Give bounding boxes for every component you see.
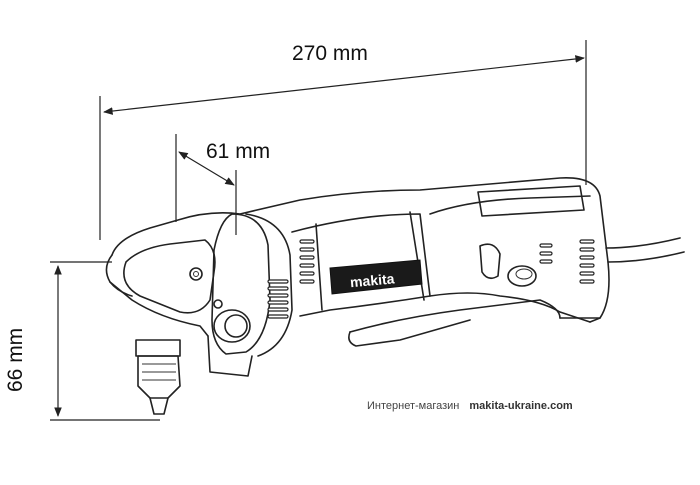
front-vents	[267, 279, 289, 319]
watermark: Интернет-магазин makita-ukraine.com	[367, 400, 573, 412]
watermark-site: makita-ukraine.com	[469, 400, 573, 412]
drill-chuck	[135, 339, 181, 415]
motor-vents	[299, 239, 315, 284]
dimension-66	[50, 261, 160, 421]
dimension-270	[99, 40, 587, 240]
handle-vents	[539, 239, 595, 284]
dimension-66-label: 66 mm	[4, 327, 27, 392]
switch-button	[479, 243, 537, 287]
dimension-61	[175, 134, 237, 235]
dimension-61-label: 61 mm	[206, 140, 271, 163]
watermark-shop: Интернет-магазин	[367, 400, 460, 412]
lock-knob	[213, 309, 251, 343]
logo-plate: makita	[329, 259, 423, 295]
dimension-270-label: 270 mm	[292, 42, 368, 65]
power-cord	[605, 237, 685, 263]
makita-logo: makita	[349, 270, 395, 290]
drill-body: makita	[105, 177, 685, 415]
